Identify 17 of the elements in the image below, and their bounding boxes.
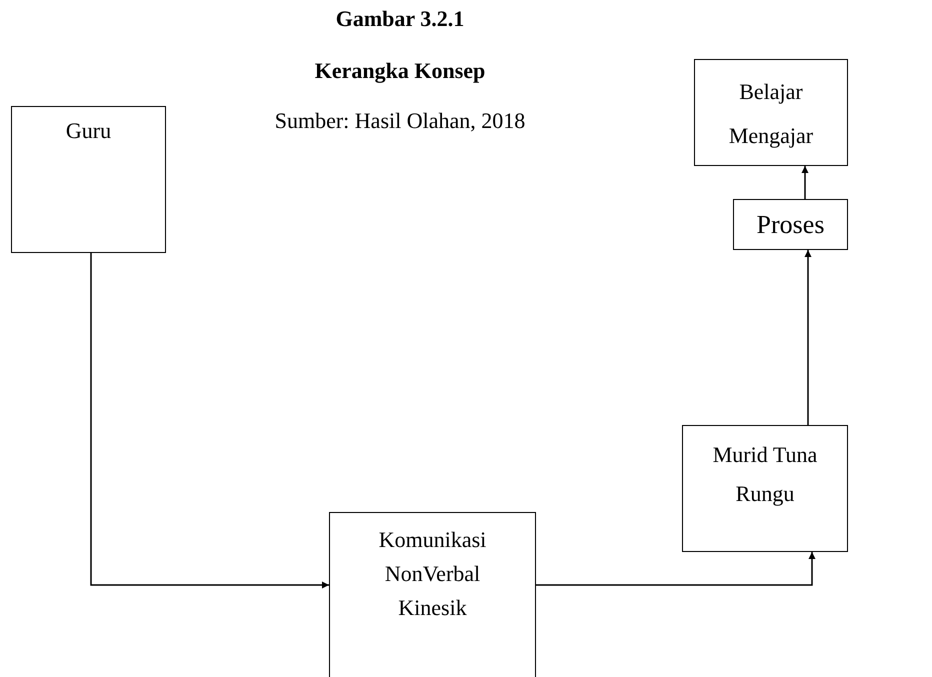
concept-box <box>733 199 848 250</box>
arrow <box>536 552 816 586</box>
concept-box <box>11 106 166 253</box>
concept-box <box>694 59 848 166</box>
source-note: Sumber: Hasil Olahan, 2018 <box>274 108 526 134</box>
arrow <box>804 250 812 425</box>
box-label: Proses <box>756 208 824 240</box>
box-label: Guru <box>66 117 112 145</box>
box-label: Komunikasi NonVerbal Kinesik <box>378 526 488 622</box>
figure-heading: Kerangka Konsep <box>314 58 486 84</box>
arrow <box>802 166 808 199</box>
arrow <box>90 253 329 588</box>
box-label: Belajar Mengajar <box>728 78 814 150</box>
concept-box <box>682 425 848 552</box>
figure-title: Gambar 3.2.1 <box>334 6 466 32</box>
concept-box <box>329 512 536 677</box>
box-label: Murid Tuna Rungu <box>712 441 818 508</box>
